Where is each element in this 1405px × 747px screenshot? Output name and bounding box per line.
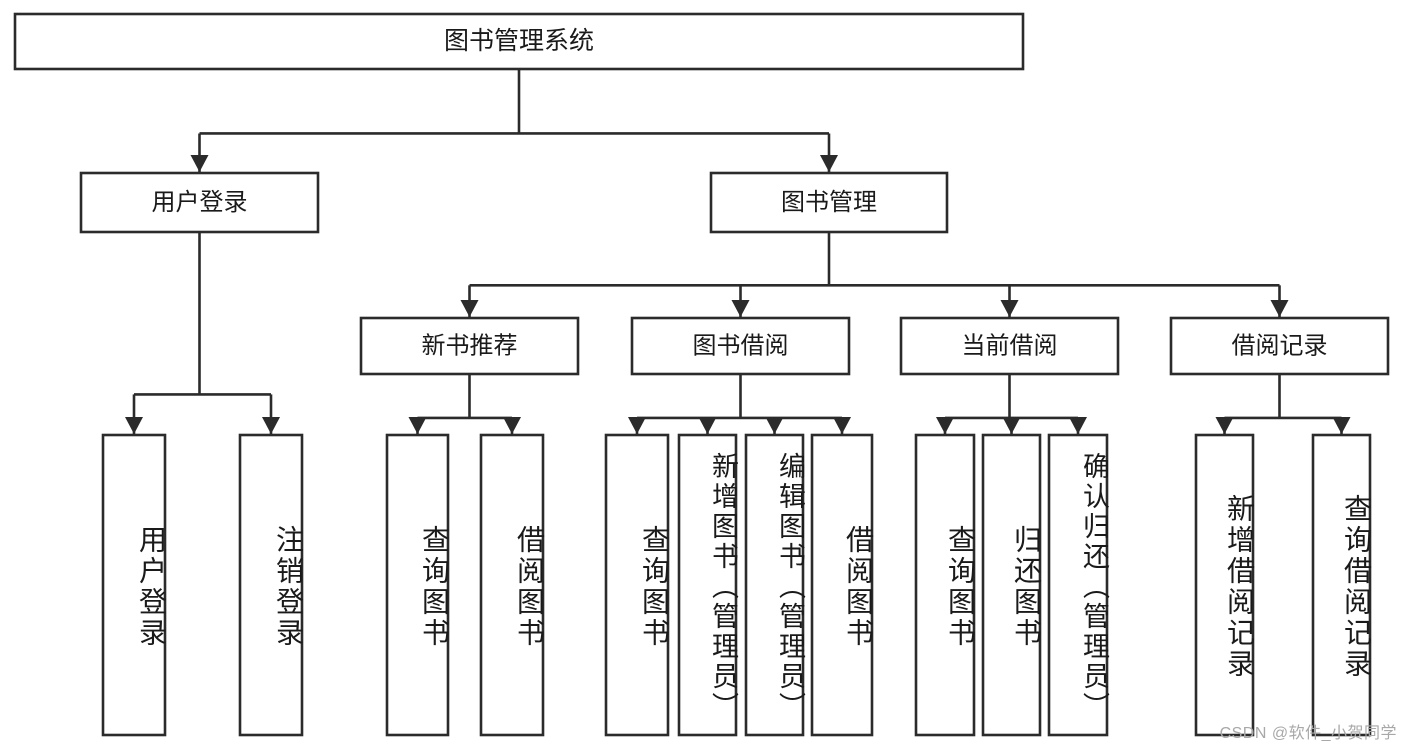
node-leaf-borrow-add-book-rect[interactable]	[677, 433, 738, 737]
arrow-head-book-manage	[820, 155, 838, 172]
node-borrow-record-label: 借阅记录	[1232, 332, 1328, 359]
node-leaf-cur-confirm-return[interactable]	[1047, 433, 1109, 737]
arrow-head-leaf-borrow-add-book	[698, 417, 717, 434]
arrow-head-leaf-user-logout	[262, 417, 280, 434]
node-user-login[interactable]: 用户登录	[79, 171, 320, 234]
node-leaf-rec-query-book[interactable]	[385, 433, 450, 737]
node-book-manage-rect[interactable]	[709, 171, 949, 234]
node-leaf-borrow-add-book[interactable]	[677, 433, 738, 737]
arrow-head-leaf-rec-borrow-book	[503, 417, 521, 434]
arrow-head-leaf-cur-confirm-return	[1069, 417, 1087, 434]
node-user-login-label: 用户登录	[152, 189, 248, 216]
node-leaf-cur-query-book-rect[interactable]	[914, 433, 976, 737]
csdn-watermark: CSDN @软件_小贺同学	[1219, 725, 1397, 742]
arrow-head-leaf-borrow-edit-book	[765, 417, 784, 434]
node-book-borrow-label: 图书借阅	[693, 332, 789, 359]
edges-layer	[125, 69, 1351, 434]
node-book-borrow[interactable]: 图书借阅	[630, 316, 851, 376]
node-new-book-recommend[interactable]: 新书推荐	[359, 316, 580, 376]
node-leaf-rec-query-book-rect[interactable]	[385, 433, 450, 737]
arrow-head-leaf-cur-return-book	[1002, 417, 1021, 434]
node-leaf-cur-confirm-return-rect[interactable]	[1047, 433, 1109, 737]
node-leaf-user-login[interactable]	[101, 433, 167, 737]
node-leaf-cur-return-book-rect[interactable]	[981, 433, 1042, 737]
node-root[interactable]: 图书管理系统	[13, 12, 1025, 71]
node-leaf-cur-return-book[interactable]	[981, 433, 1042, 737]
arrow-head-leaf-rec-query-book	[408, 417, 427, 434]
arrow-head-leaf-borrow-borrow-book	[833, 417, 851, 434]
node-new-book-recommend-label: 新书推荐	[422, 332, 518, 359]
node-leaf-borrow-query-book[interactable]	[604, 433, 670, 737]
node-leaf-borrow-edit-book-rect[interactable]	[744, 433, 805, 737]
node-current-borrow-rect[interactable]	[899, 316, 1120, 376]
node-leaf-cur-query-book[interactable]	[914, 433, 976, 737]
arrow-head-leaf-rec-query-record	[1332, 417, 1351, 434]
arrow-head-leaf-user-login	[125, 417, 143, 434]
node-leaf-rec-query-record-rect[interactable]	[1311, 433, 1372, 737]
node-borrow-record-rect[interactable]	[1169, 316, 1390, 376]
node-book-manage[interactable]: 图书管理	[709, 171, 949, 234]
node-leaf-borrow-borrow-book-rect[interactable]	[810, 433, 874, 737]
node-leaf-rec-query-record[interactable]	[1311, 433, 1372, 737]
node-leaf-user-logout-rect[interactable]	[238, 433, 304, 737]
node-leaf-user-logout[interactable]	[238, 433, 304, 737]
node-leaf-user-login-rect[interactable]	[101, 433, 167, 737]
arrow-head-user-login	[190, 155, 209, 172]
arrow-head-current-borrow	[1000, 300, 1019, 317]
node-leaf-borrow-query-book-rect[interactable]	[604, 433, 670, 737]
node-user-login-rect[interactable]	[79, 171, 320, 234]
node-book-manage-label: 图书管理	[781, 189, 877, 216]
node-current-borrow-label: 当前借阅	[962, 332, 1058, 359]
node-leaf-rec-add-record[interactable]	[1194, 433, 1255, 737]
node-leaf-rec-borrow-book-rect[interactable]	[479, 433, 545, 737]
node-root-rect[interactable]	[13, 12, 1025, 71]
node-borrow-record[interactable]: 借阅记录	[1169, 316, 1390, 376]
node-root-label: 图书管理系统	[444, 27, 594, 55]
arrow-head-book-borrow	[731, 300, 750, 317]
node-leaf-rec-add-record-rect[interactable]	[1194, 433, 1255, 737]
arrow-head-new-book-recommend	[460, 300, 479, 317]
node-leaf-borrow-edit-book[interactable]	[744, 433, 805, 737]
arrow-head-leaf-rec-add-record	[1215, 417, 1234, 434]
arrow-head-leaf-borrow-query-book	[628, 417, 646, 434]
node-leaf-borrow-borrow-book[interactable]	[810, 433, 874, 737]
arrow-head-leaf-cur-query-book	[936, 417, 954, 434]
node-book-borrow-rect[interactable]	[630, 316, 851, 376]
node-leaf-rec-borrow-book[interactable]	[479, 433, 545, 737]
node-current-borrow[interactable]: 当前借阅	[899, 316, 1120, 376]
arrow-head-borrow-record	[1270, 300, 1289, 317]
node-new-book-recommend-rect[interactable]	[359, 316, 580, 376]
